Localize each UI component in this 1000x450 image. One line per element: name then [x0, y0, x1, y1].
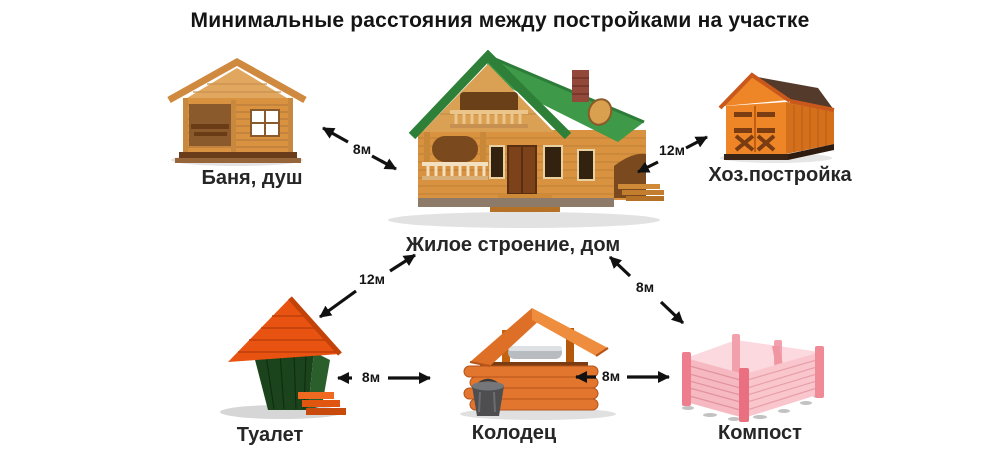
well-label: Колодец	[471, 422, 557, 444]
house-window	[489, 145, 505, 179]
diagram-title: Минимальные расстояния между постройками…	[190, 9, 810, 32]
toilet-roof	[228, 298, 340, 362]
well-roof	[470, 308, 542, 366]
well-illustration	[460, 308, 616, 420]
toilet-steps	[298, 392, 346, 415]
banya-roof	[167, 58, 307, 104]
distance-well-compost: 8м	[601, 368, 621, 384]
banya-illustration	[167, 58, 307, 166]
distance-house-toilet: 12м	[359, 271, 385, 287]
compost-label: Компост	[718, 422, 802, 444]
distance-house-compost: 8м	[635, 279, 655, 295]
compost-illustration	[682, 334, 824, 422]
distance-house-shed: 12м	[659, 142, 685, 158]
toilet-label: Туалет	[236, 424, 304, 446]
well-bucket	[472, 378, 504, 416]
distance-toilet-well: 8м	[361, 369, 381, 385]
shed-door	[734, 112, 775, 133]
house-window	[577, 149, 595, 181]
distance-banya-house: 8м	[352, 141, 372, 157]
house-gable-roof	[408, 50, 572, 140]
house-balcony-opening	[460, 92, 518, 114]
toilet-illustration	[220, 296, 346, 419]
house-dormer-window	[587, 98, 613, 126]
house-label: Жилое строение, дом	[405, 234, 621, 256]
house-window	[543, 145, 563, 179]
banya-label: Баня, душ	[201, 167, 303, 189]
shed-label: Хоз.постройка	[708, 164, 852, 186]
shed-roof	[752, 76, 834, 110]
shed-illustration	[718, 72, 835, 163]
house-illustration	[388, 50, 664, 228]
